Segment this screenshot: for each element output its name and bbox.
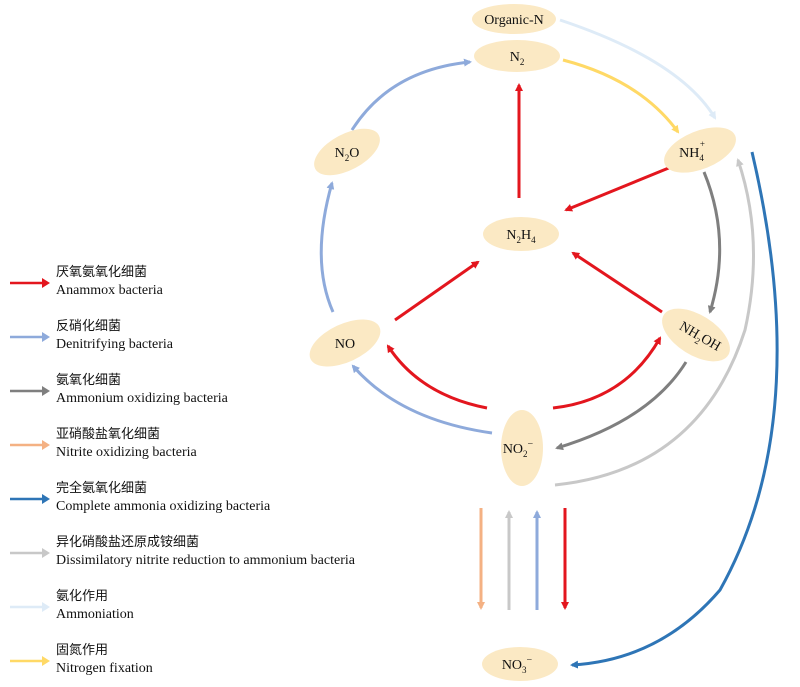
aob-arrow-nh4-to-nh2oh (702, 171, 722, 314)
legend-en-dnra: Dissimilatory nitrite reduction to ammon… (56, 553, 355, 568)
legend-zh-denitrifying: 反硝化细菌 (56, 319, 122, 334)
legend-zh-dnra: 异化硝酸盐还原成铵细菌 (56, 535, 200, 550)
dnra-arrow-no2-to-nh4 (554, 158, 756, 487)
anammox-arrow-no2-to-no (386, 344, 488, 410)
legend-swatch-nitrogen-fixation (10, 656, 50, 666)
node-n2o: N2O (314, 128, 380, 176)
node-n2h4-sub1: 2 (517, 235, 522, 245)
node-nh4-base: NH (679, 146, 699, 161)
legend-item-nitrogen-fixation: 固氮作用 Nitrogen fixation (10, 641, 400, 681)
legend-en-ammoniation: Ammoniation (56, 607, 134, 622)
legend-item-ammonium-oxidizing: 氨氧化细菌 Ammonium oxidizing bacteria (10, 371, 400, 411)
legend-en-denitrifying: Denitrifying bacteria (56, 337, 174, 352)
node-organic-n: Organic-N (472, 4, 556, 34)
legend-item-denitrifying: 反硝化细菌 Denitrifying bacteria (10, 317, 400, 357)
node-n2h4-base2: H (521, 228, 531, 243)
node-n2: N2 (474, 40, 560, 72)
legend-item-anammox: 厌氧氨氧化细菌 Anammox bacteria (10, 263, 400, 303)
node-no3: NO3− (482, 647, 558, 681)
svg-text:NO2−: NO2− (503, 439, 534, 459)
node-nh2oh: NH2OH (662, 308, 730, 362)
node-no3-sub: 3 (522, 665, 527, 675)
legend-en-ammonium-oxidizing: Ammonium oxidizing bacteria (56, 391, 228, 406)
legend-swatch-denitrifying (10, 332, 50, 342)
legend-swatch-nitrite-oxidizing (10, 440, 50, 450)
node-n2o-base1: N (335, 146, 345, 161)
node-no: NO (309, 319, 381, 367)
aob-arrow-nh2oh-to-no2 (555, 361, 688, 451)
legend-swatch-ammoniation (10, 602, 50, 612)
node-nh4-sub: 4 (699, 153, 704, 163)
node-no3-base: NO (502, 658, 522, 673)
comammox-arrow-nh4-to-no3 (570, 151, 779, 669)
denitrifying-arrow-no-to-n2o (319, 181, 335, 313)
svg-text:N2: N2 (510, 50, 525, 67)
legend-swatch-ammonium-oxidizing (10, 386, 50, 396)
legend-item-nitrite-oxidizing: 亚硝酸盐氧化细菌 Nitrite oxidizing bacteria (10, 425, 400, 465)
node-no2-sub: 2 (523, 449, 528, 459)
node-n2h4: N2H4 (483, 217, 559, 251)
anammox-arrow-no2-to-nh2oh (552, 336, 662, 410)
legend-swatch-comammox (10, 494, 50, 504)
legend-en-anammox: Anammox bacteria (56, 283, 163, 298)
node-n2h4-base1: N (506, 228, 516, 243)
svg-text:N2H4: N2H4 (506, 228, 536, 245)
svg-text:N2O: N2O (335, 146, 360, 163)
node-organic-n-label: Organic-N (484, 13, 544, 28)
node-nh4-sup: + (700, 139, 705, 149)
legend-zh-anammox: 厌氧氨氧化细菌 (56, 265, 148, 280)
legend-zh-ammonium-oxidizing: 氨氧化细菌 (56, 373, 122, 388)
svg-text:NO3−: NO3− (502, 655, 533, 675)
svg-text:NH4+: NH4 + (679, 139, 705, 163)
legend-item-dnra: 异化硝酸盐还原成铵细菌 Dissimilatory nitrite reduct… (10, 533, 400, 573)
node-no2-sup: − (528, 439, 534, 450)
legend-zh-comammox: 完全氨氧化细菌 (56, 481, 148, 496)
legend-zh-nitrite-oxidizing: 亚硝酸盐氧化细菌 (56, 427, 161, 442)
legend-en-comammox: Complete ammonia oxidizing bacteria (56, 499, 271, 514)
node-n2h4-sub2: 4 (531, 235, 536, 245)
legend-swatch-anammox (10, 278, 50, 288)
node-n2o-base2: O (349, 146, 359, 161)
anammox-arrow-nh2oh-to-n2h4 (571, 251, 663, 314)
legend-item-comammox: 完全氨氧化细菌 Complete ammonia oxidizing bacte… (10, 479, 400, 519)
anammox-arrow-nh4-to-n2h4 (564, 163, 677, 212)
legend-zh-nitrogen-fixation: 固氮作用 (56, 643, 109, 658)
legend-zh-ammoniation: 氨化作用 (56, 589, 109, 604)
node-n2o-sub: 2 (345, 153, 350, 163)
node-no2-base: NO (503, 442, 523, 457)
legend-item-ammoniation: 氨化作用 Ammoniation (10, 587, 400, 627)
legend-en-nitrite-oxidizing: Nitrite oxidizing bacteria (56, 445, 197, 460)
node-no-label: NO (335, 337, 355, 352)
denitrifying-arrow-n2o-to-n2 (350, 58, 472, 131)
legend-swatch-dnra (10, 548, 50, 558)
anammox-arrow-no-to-n2h4 (394, 260, 480, 322)
legend-en-nitrogen-fixation: Nitrogen fixation (56, 661, 153, 676)
node-no3-sup: − (527, 655, 533, 666)
node-n2-base: N (510, 50, 520, 65)
node-nh2oh-sub: 2 (693, 335, 702, 346)
node-nh4: NH4 + (664, 127, 736, 173)
denitrifying-arrow-no2-to-no (351, 364, 493, 435)
ammoniation-arrow (559, 18, 717, 120)
nitrogen-fixation-arrow (562, 58, 680, 134)
node-n2-sub: 2 (520, 57, 525, 67)
node-no2: NO2− (501, 410, 543, 486)
